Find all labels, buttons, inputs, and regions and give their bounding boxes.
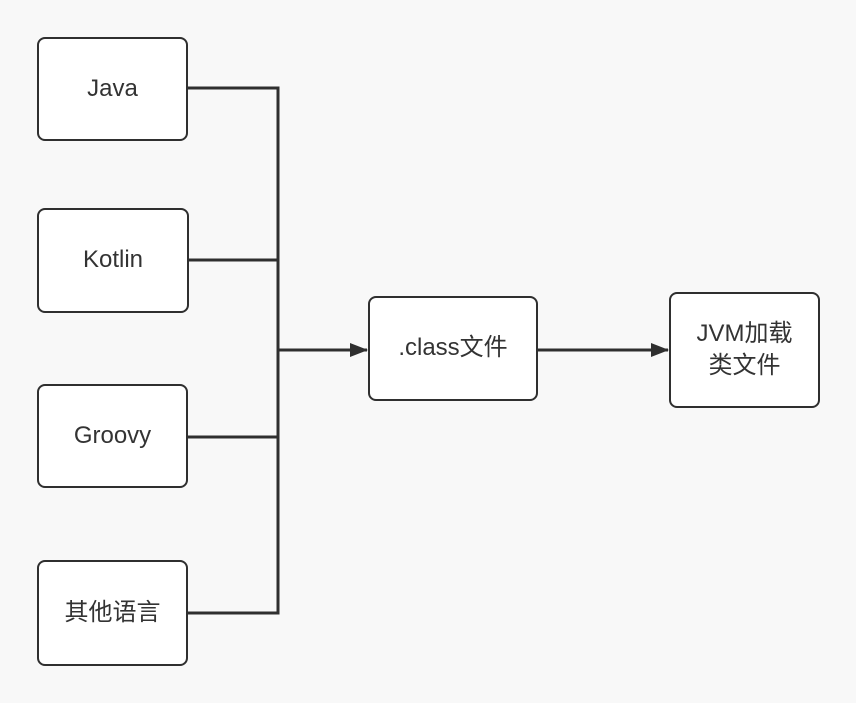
node-jvm-label-line1: JVM加载 bbox=[696, 319, 793, 347]
node-kotlin: Kotlin bbox=[37, 208, 189, 313]
node-class-file-label: .class文件 bbox=[398, 334, 508, 362]
node-java-label: Java bbox=[87, 74, 138, 102]
node-other-languages: 其他语言 bbox=[37, 560, 188, 666]
node-jvm-label-line2: 类文件 bbox=[708, 352, 781, 379]
node-java: Java bbox=[37, 37, 188, 141]
node-other-languages-label: 其他语言 bbox=[64, 598, 161, 626]
node-kotlin-label: Kotlin bbox=[82, 246, 144, 274]
node-groovy: Groovy bbox=[37, 384, 188, 488]
node-class-file: .class文件 bbox=[368, 296, 538, 401]
node-jvm-load-class-file: JVM加载 类文件 bbox=[669, 292, 820, 408]
node-groovy-label: Groovy bbox=[73, 421, 152, 449]
